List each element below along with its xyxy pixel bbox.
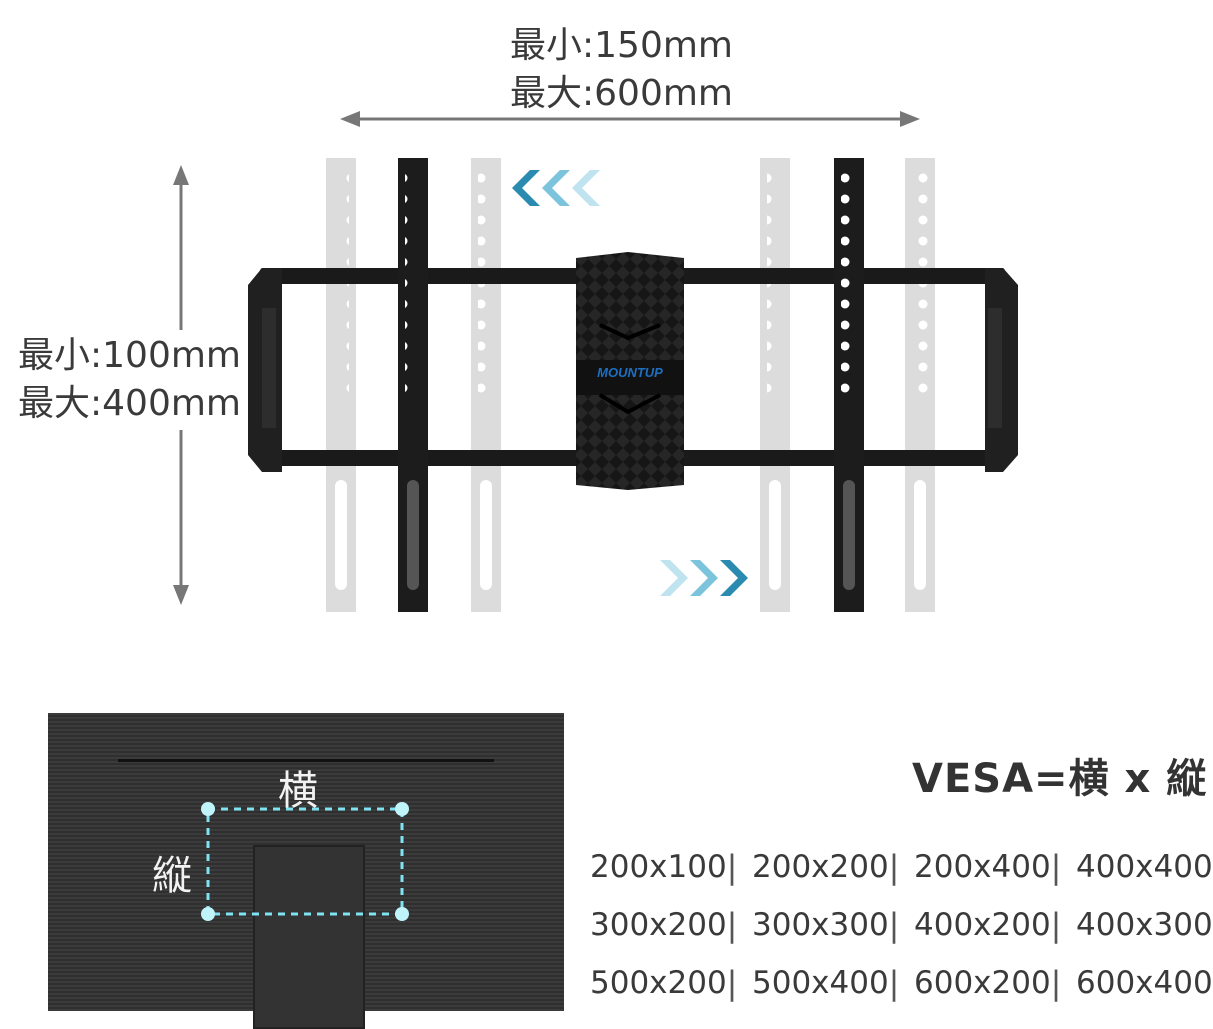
- vesa-size: 600x400: [1076, 965, 1213, 1001]
- vesa-size: 200x200: [752, 849, 889, 885]
- left-chevrons-icon: [512, 170, 600, 206]
- tv-rear-plate: [253, 845, 365, 1029]
- vesa-hole-icon: [395, 907, 409, 921]
- vesa-separator: |: [888, 964, 900, 1002]
- vesa-size: 400x200: [914, 907, 1051, 943]
- tv-bracket-strap-right: [834, 158, 864, 612]
- vesa-separator: |: [888, 906, 900, 944]
- vesa-row: 500x200|500x400|600x200|600x400: [590, 954, 1213, 1012]
- vesa-hole-pattern: [201, 802, 409, 921]
- vesa-separator: |: [726, 906, 738, 944]
- vesa-size: 200x400: [914, 849, 1051, 885]
- vesa-separator: |: [888, 848, 900, 886]
- vesa-hole-icon: [201, 802, 215, 816]
- vesa-separator: |: [1050, 906, 1062, 944]
- vesa-hole-icon: [201, 907, 215, 921]
- height-max-label: 最大:400mm: [18, 383, 241, 424]
- height-range-text: 最小:100mm 最大:400mm: [18, 332, 241, 428]
- width-max-label: 最大:600mm: [510, 73, 733, 114]
- vesa-size: 500x200: [590, 965, 727, 1001]
- double-headed-arrow-icon: [173, 165, 189, 605]
- ghost-strap: [471, 158, 501, 612]
- vesa-size: 300x300: [752, 907, 889, 943]
- vesa-formula-title: VESA=横 x 縦: [912, 756, 1208, 802]
- center-wall-plate: MOUNTUP: [576, 252, 684, 490]
- vesa-size: 400x400: [1076, 849, 1213, 885]
- vesa-separator: |: [1050, 964, 1062, 1002]
- bracket-frame: [248, 268, 1018, 472]
- height-min-label: 最小:100mm: [18, 335, 241, 376]
- vesa-separator: |: [1050, 848, 1062, 886]
- vesa-hole-icon: [395, 802, 409, 816]
- vesa-separator: |: [726, 964, 738, 1002]
- ghost-strap: [760, 158, 790, 612]
- vesa-size: 500x400: [752, 965, 889, 1001]
- right-chevrons-icon: [660, 560, 748, 596]
- tv-back-panel: [48, 713, 564, 1029]
- width-range-text: 最小:150mm 最大:600mm: [510, 22, 733, 118]
- vesa-size: 400x300: [1076, 907, 1213, 943]
- brand-logo: MOUNTUP: [597, 365, 663, 380]
- vesa-size: 300x200: [590, 907, 727, 943]
- double-headed-arrow-icon: [340, 111, 920, 127]
- vesa-row: 200x100|200x200|200x400|400x400: [590, 838, 1213, 896]
- vertical-label: 縦: [152, 853, 192, 899]
- vesa-separator: |: [726, 848, 738, 886]
- tv-bracket-strap-left: [398, 158, 428, 612]
- wall-mount-illustration: MOUNTUP: [173, 111, 1018, 612]
- ghost-strap: [326, 158, 356, 612]
- vesa-size: 600x200: [914, 965, 1051, 1001]
- vesa-row: 300x200|300x300|400x200|400x300: [590, 896, 1213, 954]
- horizontal-label: 横: [278, 768, 318, 814]
- vesa-size: 200x100: [590, 849, 727, 885]
- tv-top-bar: [118, 759, 494, 762]
- width-min-label: 最小:150mm: [510, 25, 733, 66]
- ghost-strap: [905, 158, 935, 612]
